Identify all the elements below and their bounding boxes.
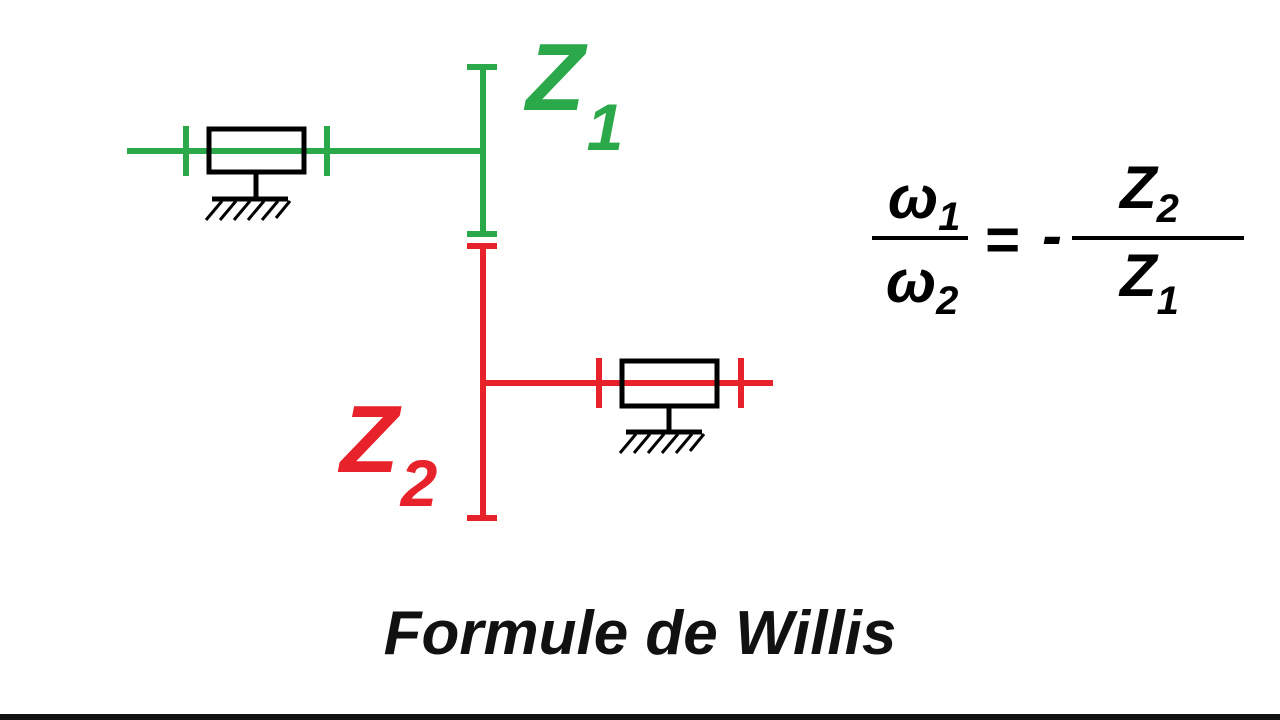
bearing-2 (618, 358, 720, 454)
omega-1-symbol: ω (888, 164, 939, 231)
bearing-1-ground-hatch (204, 200, 292, 221)
gear-2-label: Z2 (340, 392, 437, 517)
z2-numerator: Z2 (1120, 158, 1179, 230)
gear-2-assembly (467, 243, 773, 521)
omega-2-subscript: 2 (936, 279, 959, 323)
gear-2-subscript: 2 (400, 446, 438, 520)
z2-numerator-subscript: 2 (1156, 187, 1179, 231)
z1-denominator-subscript: 1 (1156, 279, 1179, 323)
gear-2-letter: Z (340, 386, 399, 493)
left-fraction-bar (872, 236, 968, 240)
z1-denominator-letter: Z (1120, 242, 1157, 309)
bearing-2-ground-hatch (618, 433, 706, 454)
omega-1: ω1 (888, 168, 960, 238)
minus-sign: - (1042, 202, 1062, 269)
z1-denominator: Z1 (1120, 246, 1179, 322)
omega-2: ω2 (886, 252, 958, 322)
right-fraction-bar (1072, 236, 1244, 240)
gear-1-subscript: 1 (586, 90, 624, 164)
z2-numerator-letter: Z (1120, 154, 1157, 221)
bearing-1 (204, 126, 307, 221)
gear-1-label: Z1 (526, 30, 623, 161)
gear-1-assembly (127, 64, 497, 237)
gear-1-letter: Z (526, 24, 585, 131)
bottom-divider (0, 714, 1280, 720)
omega-1-subscript: 1 (938, 195, 961, 239)
diagram-caption: Formule de Willis (383, 599, 897, 668)
omega-2-symbol: ω (886, 248, 937, 315)
equals-sign: = (984, 206, 1020, 273)
